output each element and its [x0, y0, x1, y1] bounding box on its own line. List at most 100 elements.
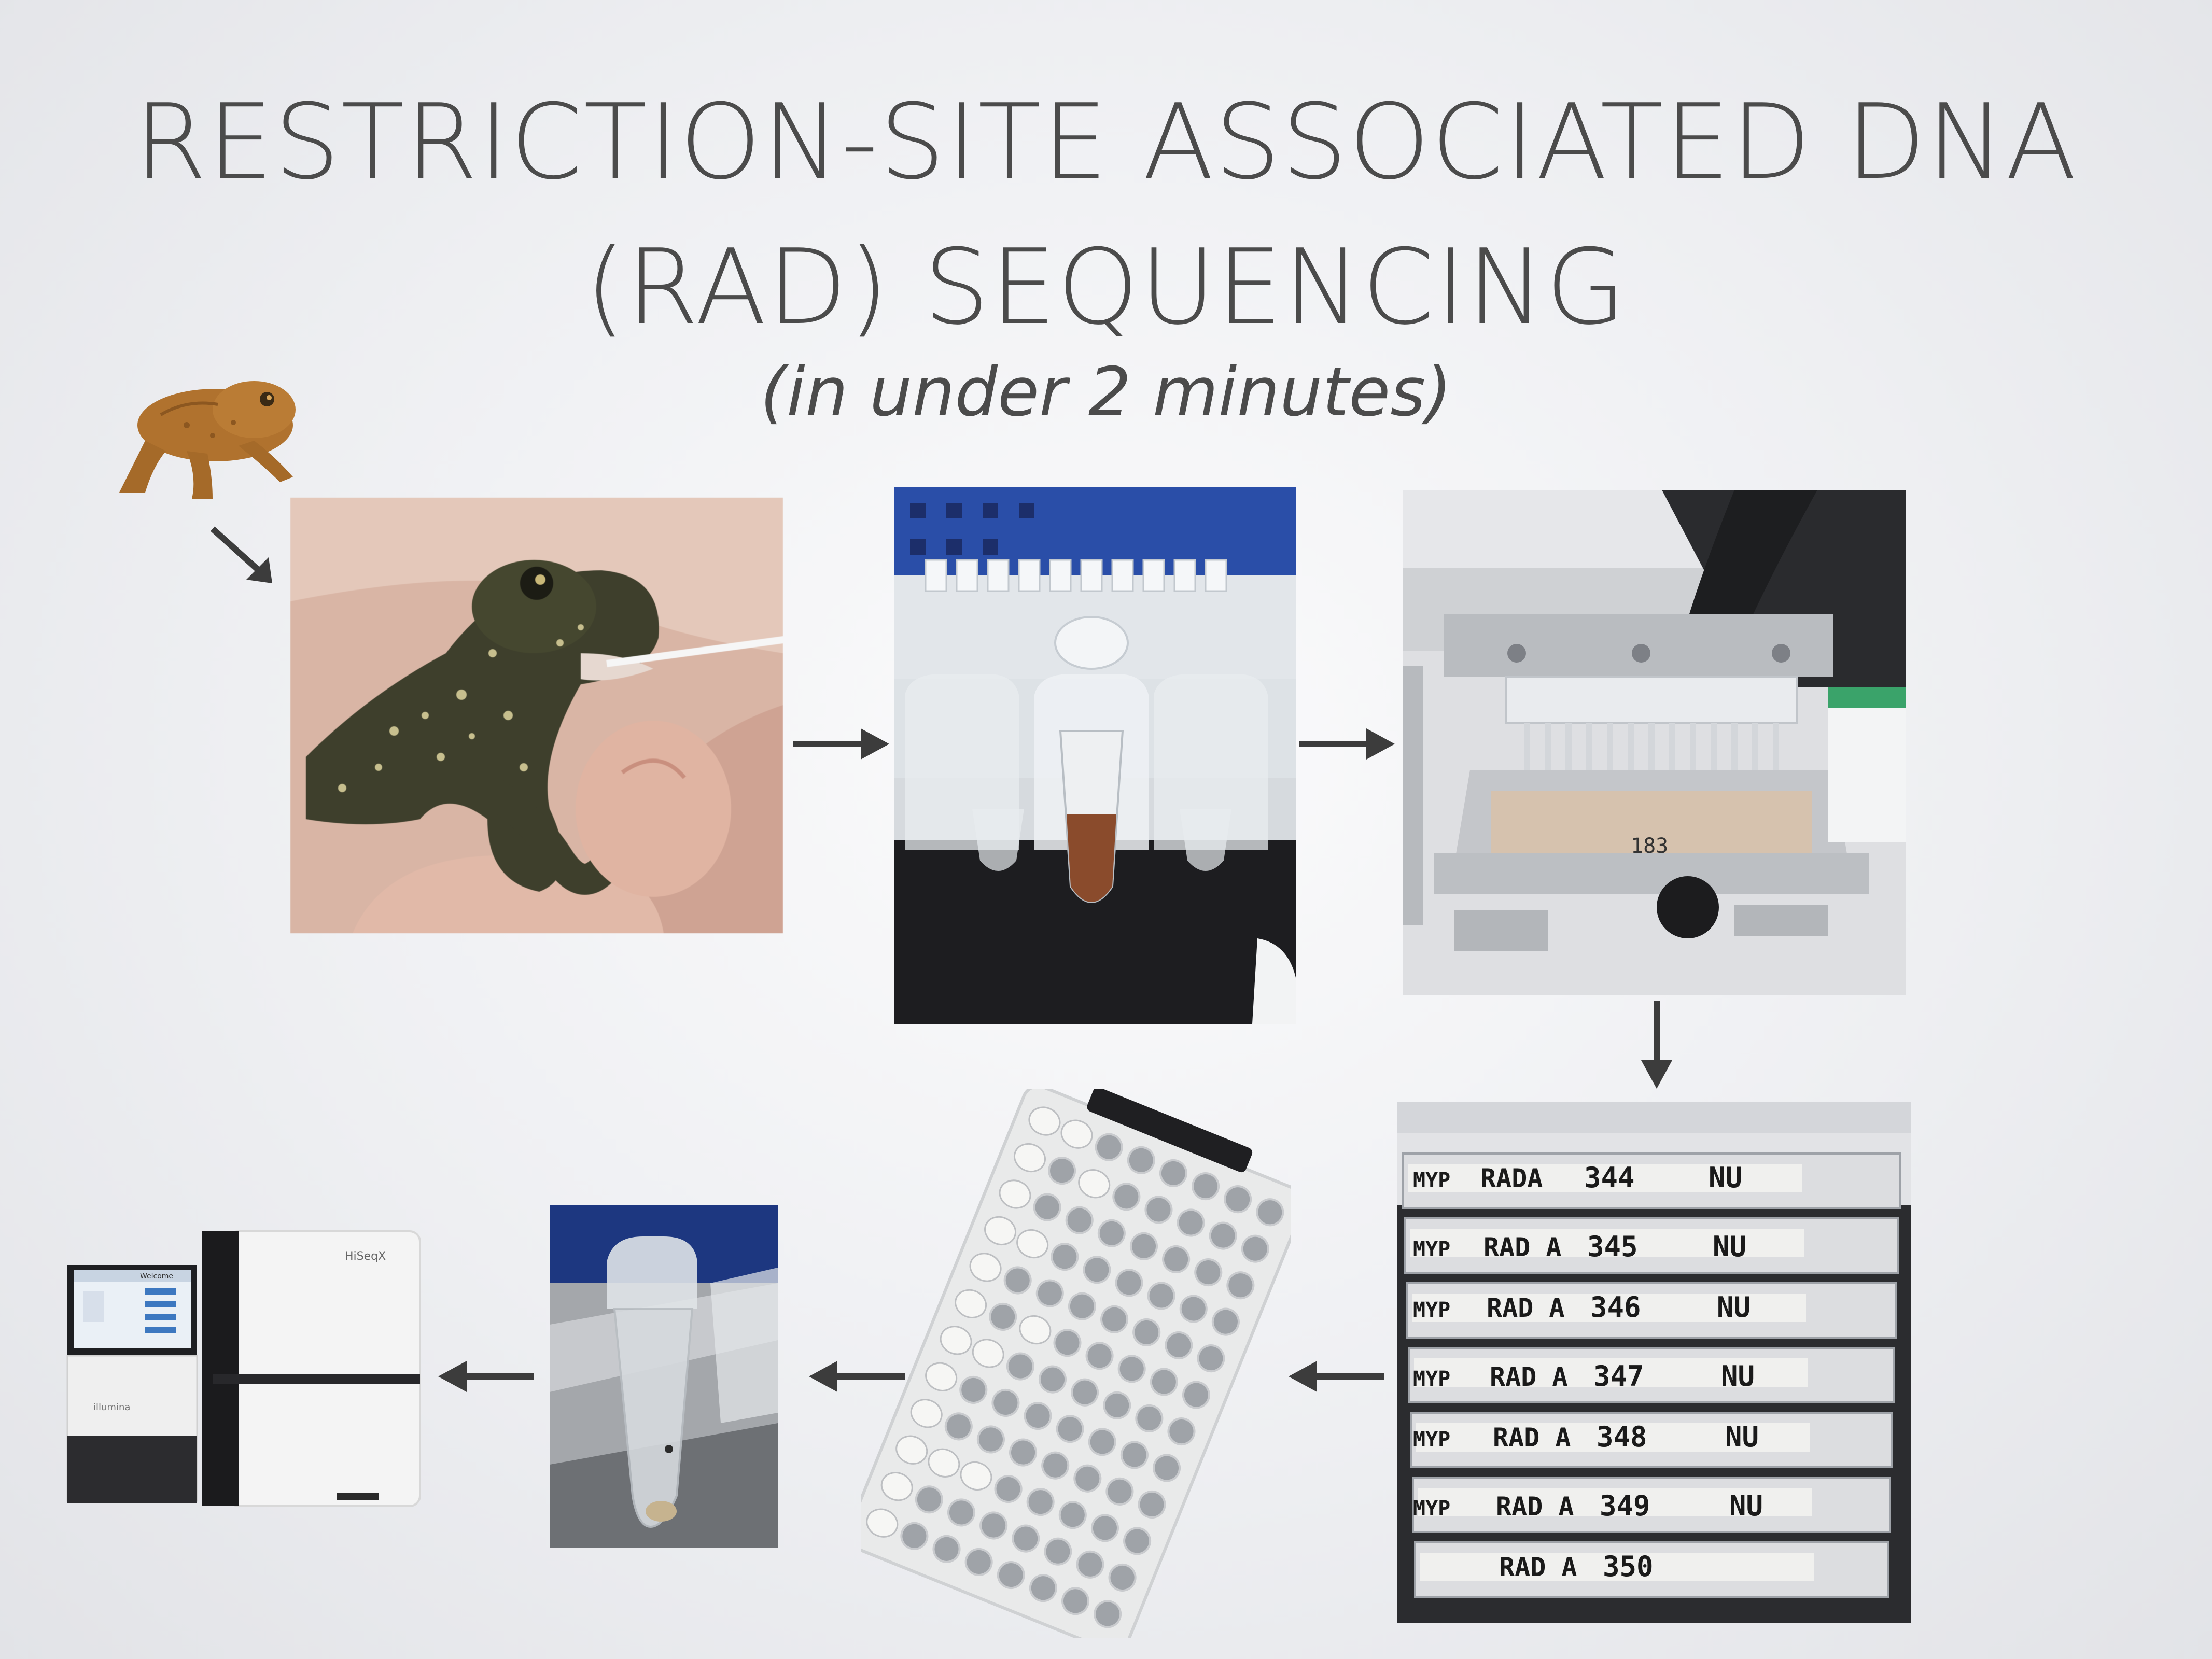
- well: [1211, 1307, 1240, 1336]
- plate-tape: [1418, 1488, 1812, 1516]
- well: [1090, 1514, 1119, 1542]
- well: [1095, 1133, 1123, 1161]
- slide-title-line-1: RESTRICTION-SITE ASSOCIATED DNA: [134, 82, 2078, 203]
- well: [1127, 1146, 1155, 1174]
- well: [1144, 1196, 1173, 1224]
- well: [989, 1302, 1017, 1331]
- well: [1105, 1477, 1134, 1506]
- sequencer-screen-title: Welcome: [140, 1272, 173, 1281]
- plate-tag: NU: [1729, 1489, 1763, 1522]
- well: [959, 1375, 988, 1404]
- plate-prefix: MYP: [1413, 1497, 1450, 1521]
- well: [1061, 1587, 1090, 1615]
- sample-tube: [925, 1362, 958, 1391]
- well: [1009, 1438, 1038, 1467]
- well: [1071, 1378, 1099, 1407]
- plate-tag: NU: [1709, 1161, 1742, 1194]
- plate-number: 350: [1603, 1550, 1654, 1583]
- plate-tape: [1416, 1423, 1810, 1452]
- well: [991, 1389, 1020, 1417]
- arrow-down-icon: [1641, 1001, 1672, 1089]
- arrow-left-icon: [809, 1361, 905, 1392]
- well: [1138, 1490, 1166, 1519]
- well: [1012, 1524, 1040, 1553]
- slide-subtitle: (in under 2 minutes): [760, 353, 1452, 431]
- well: [1135, 1404, 1164, 1432]
- plate-tape: [1412, 1294, 1806, 1322]
- arrow-right-icon: [793, 728, 889, 760]
- well: [1065, 1206, 1094, 1234]
- sample-tube: [999, 1179, 1031, 1209]
- sample-tube: [955, 1289, 987, 1318]
- well: [1044, 1537, 1072, 1566]
- sample-tube: [1078, 1169, 1111, 1199]
- well: [1167, 1417, 1196, 1446]
- well: [1041, 1451, 1070, 1480]
- sample-tube: [928, 1448, 960, 1478]
- well: [1024, 1402, 1052, 1430]
- well: [1117, 1355, 1146, 1383]
- plate-number: 349: [1600, 1489, 1650, 1522]
- plate-prefix: MYP: [1413, 1298, 1450, 1322]
- well: [1073, 1464, 1102, 1493]
- well: [1108, 1563, 1137, 1592]
- sample-tube: [1014, 1143, 1046, 1173]
- plate-tape: [1408, 1164, 1802, 1192]
- well: [976, 1425, 1005, 1454]
- pipetting-robot-photo: 183: [1403, 490, 1906, 995]
- well: [1241, 1234, 1269, 1263]
- sample-tube: [940, 1326, 972, 1355]
- tube-rack-photo: [861, 1089, 1291, 1638]
- well: [1192, 1172, 1220, 1201]
- well: [1224, 1185, 1252, 1214]
- well: [1053, 1329, 1082, 1357]
- well: [1194, 1258, 1223, 1287]
- well: [1068, 1292, 1096, 1320]
- well: [1182, 1381, 1210, 1409]
- sample-tube: [960, 1461, 992, 1491]
- well: [1165, 1331, 1193, 1360]
- well: [900, 1522, 929, 1550]
- plate-tag: NU: [1717, 1291, 1751, 1324]
- well: [1006, 1352, 1034, 1381]
- well: [1076, 1550, 1104, 1579]
- arrow-left-icon: [1289, 1361, 1384, 1392]
- well: [1035, 1279, 1064, 1307]
- well: [1179, 1295, 1208, 1323]
- well: [997, 1561, 1025, 1590]
- well: [1132, 1318, 1161, 1346]
- sample-tube: [984, 1216, 1017, 1246]
- plate-number: 348: [1597, 1421, 1647, 1453]
- well: [964, 1548, 993, 1576]
- plate-number: 345: [1587, 1230, 1638, 1263]
- well: [1150, 1368, 1178, 1396]
- plate-tag: NU: [1713, 1230, 1746, 1263]
- well: [1103, 1391, 1131, 1419]
- plate-name: RAD A: [1493, 1423, 1571, 1453]
- plate-name: RAD A: [1499, 1552, 1577, 1582]
- plate-number: 344: [1584, 1161, 1635, 1194]
- sample-tube: [1016, 1229, 1049, 1259]
- well: [1147, 1282, 1175, 1310]
- plate-name: RADA: [1480, 1163, 1543, 1193]
- well: [1177, 1208, 1205, 1237]
- plate-prefix: MYP: [1413, 1367, 1450, 1391]
- well: [1051, 1243, 1079, 1271]
- frog-image: [109, 363, 316, 508]
- sample-tube: [895, 1435, 928, 1465]
- well: [932, 1535, 961, 1563]
- plate-tag: NU: [1721, 1360, 1755, 1393]
- plate-prefix: MYP: [1413, 1428, 1450, 1452]
- well: [1097, 1219, 1126, 1247]
- well: [1162, 1245, 1191, 1273]
- well: [1033, 1193, 1061, 1221]
- plate-number: 346: [1590, 1291, 1641, 1324]
- well: [1026, 1488, 1055, 1516]
- plate-tag: NU: [1725, 1421, 1759, 1453]
- well: [1153, 1454, 1181, 1482]
- frog-swab-photo: [290, 498, 783, 933]
- well: [1112, 1183, 1141, 1211]
- plate-name: RAD A: [1490, 1362, 1568, 1392]
- well: [1048, 1157, 1076, 1185]
